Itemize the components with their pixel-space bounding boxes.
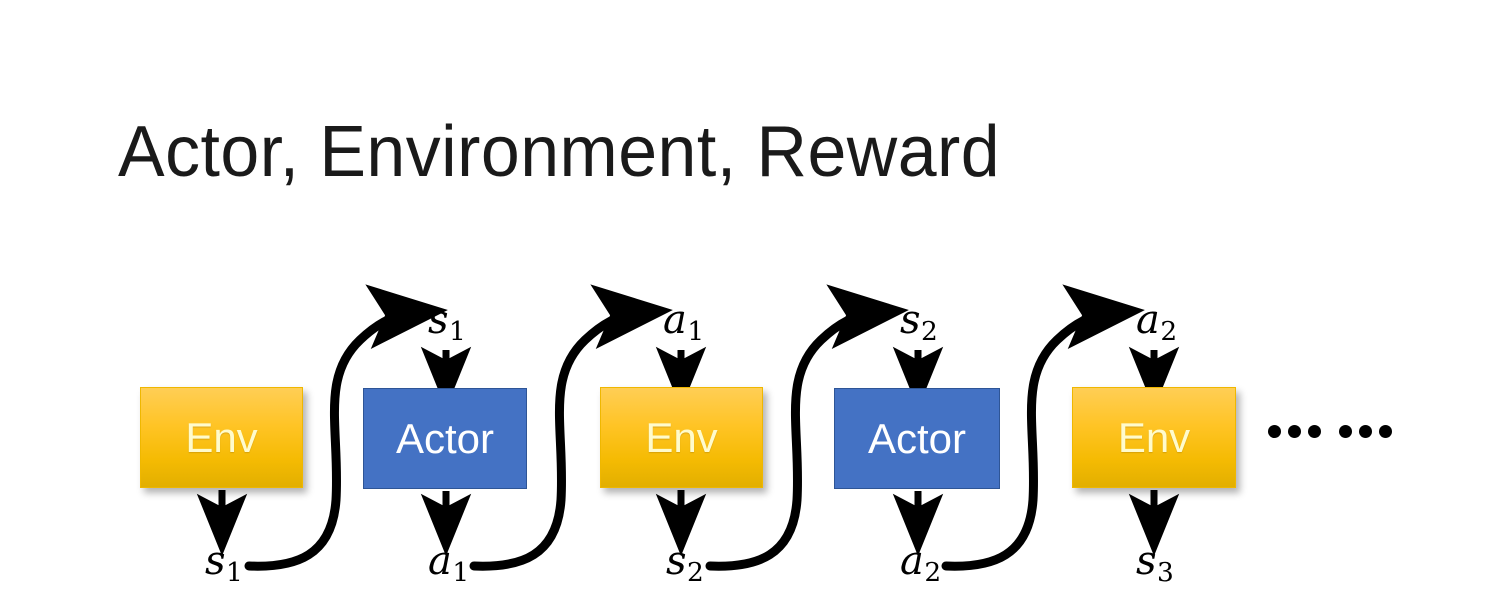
node-label: Actor	[867, 414, 967, 462]
label-base: a	[900, 538, 924, 584]
label-action-a2-bottom: a2	[900, 541, 941, 587]
label-subscript: 1	[687, 316, 705, 348]
label-subscript: 1	[449, 316, 466, 348]
label-base: a	[663, 297, 687, 343]
label-action-a1-top: a1	[663, 300, 704, 346]
label-subscript: 3	[1157, 557, 1174, 589]
label-base: a	[1136, 297, 1160, 343]
node-label: Env	[185, 413, 258, 461]
label-base: s	[205, 538, 226, 584]
ellipsis-dot	[1359, 425, 1372, 438]
node-label: Actor	[395, 414, 495, 462]
node-label: Env	[645, 413, 718, 461]
label-state-s1-bottom: s1	[205, 541, 243, 587]
ellipsis-dot	[1379, 425, 1392, 438]
down-arrow-group-top	[420, 346, 1180, 410]
ellipsis-dot	[1308, 425, 1321, 438]
node-env-1[interactable]: Env	[140, 387, 303, 488]
label-base: a	[428, 538, 452, 584]
label-state-s2-bottom: s2	[666, 541, 704, 587]
label-base: s	[666, 538, 687, 584]
label-subscript: 2	[687, 557, 704, 589]
label-subscript: 2	[924, 557, 942, 589]
ellipsis-icon	[1268, 425, 1392, 438]
label-base: s	[428, 297, 449, 343]
label-subscript: 1	[226, 557, 243, 589]
node-actor-1[interactable]: Actor	[363, 388, 527, 489]
node-label: Env	[1117, 413, 1191, 461]
node-env-3[interactable]: Env	[1072, 387, 1236, 488]
label-subscript: 2	[1160, 316, 1178, 348]
ellipsis-dot	[1339, 425, 1352, 438]
ellipsis-dot	[1268, 425, 1281, 438]
label-base: s	[900, 297, 921, 343]
label-action-a2-top: a2	[1136, 300, 1177, 346]
node-actor-2[interactable]: Actor	[834, 388, 1000, 489]
ellipsis-dot	[1288, 425, 1301, 438]
ellipsis-gap	[1328, 431, 1332, 432]
label-state-s3-bottom: s3	[1136, 541, 1174, 587]
label-base: s	[1136, 538, 1157, 584]
label-subscript: 1	[452, 557, 470, 589]
page-title: Actor, Environment, Reward	[118, 112, 1001, 192]
label-state-s2-top: s2	[900, 300, 938, 346]
label-action-a1-bottom: a1	[428, 541, 469, 587]
node-env-2[interactable]: Env	[600, 387, 763, 488]
down-arrow-group-bottom	[196, 490, 1180, 557]
label-subscript: 2	[921, 316, 938, 348]
label-state-s1-top: s1	[428, 300, 466, 346]
